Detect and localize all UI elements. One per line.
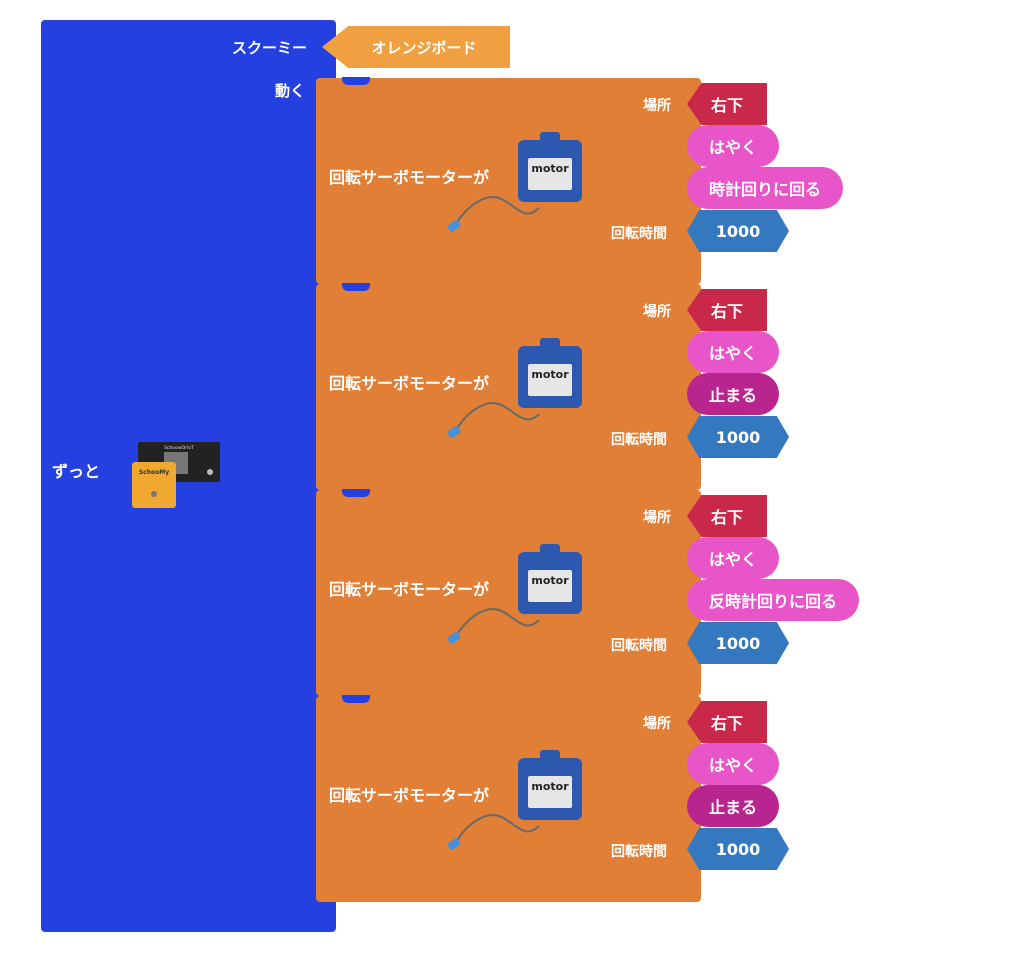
servo-motor-icon: motor: [518, 544, 582, 614]
servo-command-label: 回転サーボモーターが: [329, 374, 490, 393]
motor-label: motor: [531, 574, 569, 587]
servo-command-block[interactable]: [316, 283, 701, 490]
block-notch: [342, 77, 370, 85]
place-value-select[interactable]: 右下: [687, 701, 767, 743]
schoomy-board-icon: SchoowOrIoT SchooMy: [132, 442, 220, 508]
servo-motor-icon: motor: [518, 750, 582, 820]
motor-cable-icon: [447, 196, 540, 232]
speed-select[interactable]: はやく: [687, 125, 780, 167]
speed-select[interactable]: はやく: [687, 537, 780, 579]
servo-command-block[interactable]: [316, 77, 701, 284]
servo-command-block[interactable]: [316, 489, 701, 696]
time-label: 回転時間: [611, 432, 667, 448]
block-notch: [342, 283, 370, 291]
time-label: 回転時間: [611, 638, 667, 654]
time-label: 回転時間: [611, 226, 667, 242]
forever-label: ずっと: [52, 462, 101, 481]
motor-label: motor: [531, 162, 569, 175]
scratch-label: スクーミー: [232, 39, 308, 57]
servo-motor-icon: motor: [518, 132, 582, 202]
motor-cable-icon: [447, 402, 540, 438]
time-value-input[interactable]: 1000: [687, 416, 789, 458]
motor-top: [540, 544, 560, 554]
speed-select[interactable]: はやく: [687, 743, 780, 785]
place-label: 場所: [643, 98, 671, 114]
motor-top: [540, 338, 560, 348]
motor-cable-icon: [447, 814, 540, 850]
place-value-select[interactable]: 右下: [687, 495, 767, 537]
servo-motor-icon: motor: [518, 338, 582, 408]
time-value-input[interactable]: 1000: [687, 828, 789, 870]
action-select[interactable]: 止まる: [687, 373, 780, 415]
servo-command-label: 回転サーボモーターが: [329, 168, 490, 187]
motor-face: motor: [528, 364, 572, 396]
motor-face: motor: [528, 776, 572, 808]
motor-cable-icon: [447, 608, 540, 644]
action-select[interactable]: 反時計回りに回る: [687, 579, 860, 621]
motor-label: motor: [531, 780, 569, 793]
place-label: 場所: [643, 304, 671, 320]
speed-select[interactable]: はやく: [687, 331, 780, 373]
board-label-main: SchooMy: [139, 469, 169, 476]
time-label: 回転時間: [611, 844, 667, 860]
time-value-input[interactable]: 1000: [687, 622, 789, 664]
motor-face: motor: [528, 158, 572, 190]
move-label: 動く: [275, 82, 306, 100]
place-value-select[interactable]: 右下: [687, 289, 767, 331]
place-label: 場所: [643, 510, 671, 526]
motor-top: [540, 132, 560, 142]
time-value-input[interactable]: 1000: [687, 210, 789, 252]
action-select[interactable]: 止まる: [687, 785, 780, 827]
block-notch: [342, 695, 370, 703]
board-select[interactable]: オレンジボード: [322, 26, 510, 68]
place-label: 場所: [643, 716, 671, 732]
servo-command-label: 回転サーボモーターが: [329, 580, 490, 599]
board-label-small: SchoowOrIoT: [164, 445, 194, 451]
servo-command-block[interactable]: [316, 695, 701, 902]
motor-label: motor: [531, 368, 569, 381]
place-value-select[interactable]: 右下: [687, 83, 767, 125]
block-notch: [342, 489, 370, 497]
action-select[interactable]: 時計回りに回る: [687, 167, 844, 209]
motor-face: motor: [528, 570, 572, 602]
servo-command-label: 回転サーボモーターが: [329, 786, 490, 805]
motor-top: [540, 750, 560, 760]
